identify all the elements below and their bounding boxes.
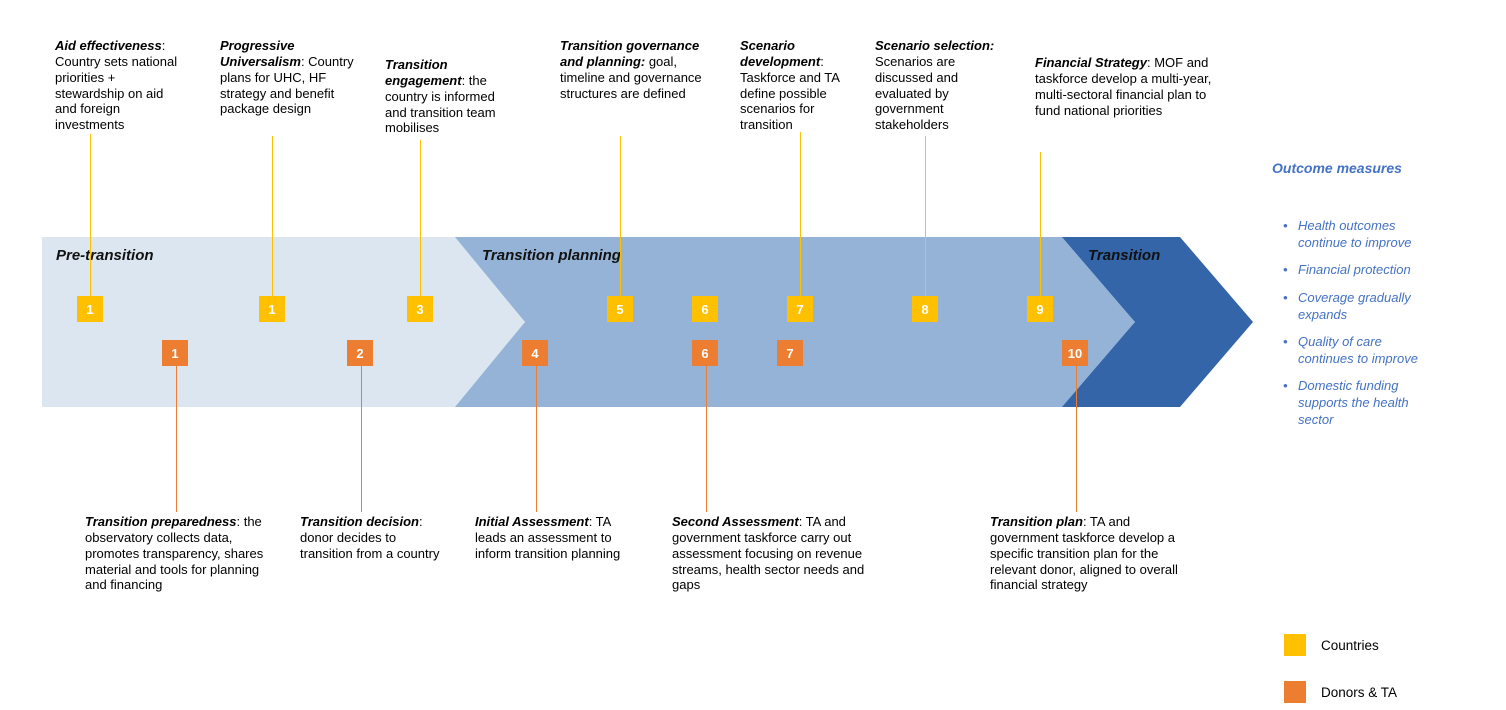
outcome-item-text: Health outcomes continue to improve: [1298, 218, 1412, 250]
countries-connector: [420, 140, 421, 296]
annotation-term: Financial Strategy: [1035, 55, 1147, 70]
outcome-item: Health outcomes continue to improve: [1281, 218, 1431, 251]
phase-label-transition: Transition: [1088, 247, 1161, 264]
phase-label-transition-planning: Transition planning: [482, 247, 621, 264]
countries-marker: 3: [407, 296, 433, 322]
outcome-item: Quality of care continues to improve: [1281, 334, 1431, 367]
annotation-second-assessment: Second Assessment: TA and government tas…: [672, 514, 890, 593]
annotation-desc: : the country is informed and transition…: [385, 72, 496, 136]
outcome-item-text: Quality of care continues to improve: [1298, 334, 1418, 366]
annotation-term: Second Assessment: [672, 514, 799, 529]
annotation-initial-assessment: Initial Assessment: TA leads an assessme…: [475, 514, 643, 562]
annotation-desc: : TA and government taskforce carry out …: [672, 514, 865, 593]
annotation-transition-preparedness: Transition preparedness: the observatory…: [85, 514, 265, 593]
donors-connector: [706, 366, 707, 512]
annotation-desc: : Country sets national priorities + ste…: [55, 38, 178, 133]
annotation-term: Transition plan: [990, 514, 1083, 529]
countries-marker: 8: [912, 296, 938, 322]
outcome-item: Coverage gradually expands: [1281, 290, 1431, 323]
phase-pre-transition-segment: [42, 237, 525, 407]
donors-marker: 6: [692, 340, 718, 366]
outcome-item: Domestic funding supports the health sec…: [1281, 378, 1431, 428]
outcome-item: Financial protection: [1281, 262, 1431, 279]
countries-connector: [272, 136, 273, 296]
phase-transition-planning-segment: [448, 237, 1135, 407]
countries-marker: 7: [787, 296, 813, 322]
annotation-desc: : TA leads an assessment to inform trans…: [475, 514, 621, 561]
legend-donors-ta-label: Donors & TA: [1321, 684, 1398, 700]
legend-donors-ta: Donors & TA: [1284, 681, 1397, 703]
countries-connector: [620, 136, 621, 296]
countries-marker: 6: [692, 296, 718, 322]
countries-marker: 9: [1027, 296, 1053, 322]
annotation-term: Transition governance and planning:: [560, 38, 700, 69]
countries-connector: [800, 132, 801, 296]
annotation-transition-engagement: Transition engagement: the country is in…: [385, 57, 518, 136]
annotation-desc: : Taskforce and TA define possible scena…: [740, 53, 840, 133]
legend-countries: Countries: [1284, 634, 1379, 656]
countries-swatch-icon: [1284, 634, 1306, 656]
annotation-transition-governance-planning: Transition governance and planning: goal…: [560, 38, 712, 101]
legend-countries-label: Countries: [1321, 637, 1379, 653]
countries-connector: [925, 136, 926, 296]
donors-marker: 1: [162, 340, 188, 366]
donors-connector: [1076, 366, 1077, 512]
countries-connector: [90, 134, 91, 296]
annotation-transition-decision: Transition decision: donor decides to tr…: [300, 514, 440, 562]
countries-marker: 1: [77, 296, 103, 322]
annotation-term: Initial Assessment: [475, 514, 589, 529]
annotation-term: Aid effectiveness: [55, 38, 162, 53]
annotation-term: Transition decision: [300, 514, 419, 529]
countries-connector: [1040, 152, 1041, 296]
annotation-term: Transition preparedness: [85, 514, 237, 529]
outcome-measures-list: Health outcomes continue to improve Fina…: [1281, 218, 1431, 439]
countries-marker: 5: [607, 296, 633, 322]
annotation-term: Scenario selection:: [875, 38, 995, 53]
outcome-item-text: Domestic funding supports the health sec…: [1298, 378, 1409, 427]
donors-marker: 7: [777, 340, 803, 366]
outcome-item-text: Coverage gradually expands: [1298, 289, 1411, 322]
annotation-term: Scenario development: [740, 38, 821, 69]
outcome-item-text: Financial protection: [1298, 262, 1411, 278]
donors-marker: 10: [1062, 340, 1088, 366]
donors-connector: [176, 366, 177, 512]
annotation-desc: : the observatory collects data, promote…: [85, 514, 264, 593]
annotation-desc: : Country plans for UHC, HF strategy and…: [220, 53, 354, 117]
annotation-aid-effectiveness: Aid effectiveness: Country sets national…: [55, 38, 188, 133]
annotation-progressive-universalism: Progressive Universalism: Country plans …: [220, 38, 362, 117]
annotation-financial-strategy: Financial Strategy: MOF and taskforce de…: [1035, 55, 1227, 118]
annotation-desc: : MOF and taskforce develop a multi-year…: [1035, 55, 1212, 118]
annotation-scenario-development: Scenario development: Taskforce and TA d…: [740, 38, 870, 133]
donors-connector: [361, 366, 362, 512]
annotation-scenario-selection: Scenario selection: Scenarios are discus…: [875, 38, 1015, 133]
donors-marker: 2: [347, 340, 373, 366]
outcome-measures-title: Outcome measures: [1272, 160, 1402, 176]
annotation-transition-plan: Transition plan: TA and government taskf…: [990, 514, 1182, 593]
donors-swatch-icon: [1284, 681, 1306, 703]
annotation-desc: Scenarios are discussed and evaluated by…: [875, 53, 959, 133]
donors-marker: 4: [522, 340, 548, 366]
annotation-desc: goal, timeline and governance structures…: [560, 53, 702, 101]
phase-label-pre-transition: Pre-transition: [56, 247, 154, 264]
annotation-desc: : donor decides to transition from a cou…: [300, 514, 440, 561]
countries-marker: 1: [259, 296, 285, 322]
annotation-term: Transition engagement: [385, 57, 462, 88]
donors-connector: [536, 366, 537, 512]
annotation-term: Progressive Universalism: [220, 38, 301, 69]
annotation-desc: : TA and government taskforce develop a …: [990, 514, 1178, 593]
